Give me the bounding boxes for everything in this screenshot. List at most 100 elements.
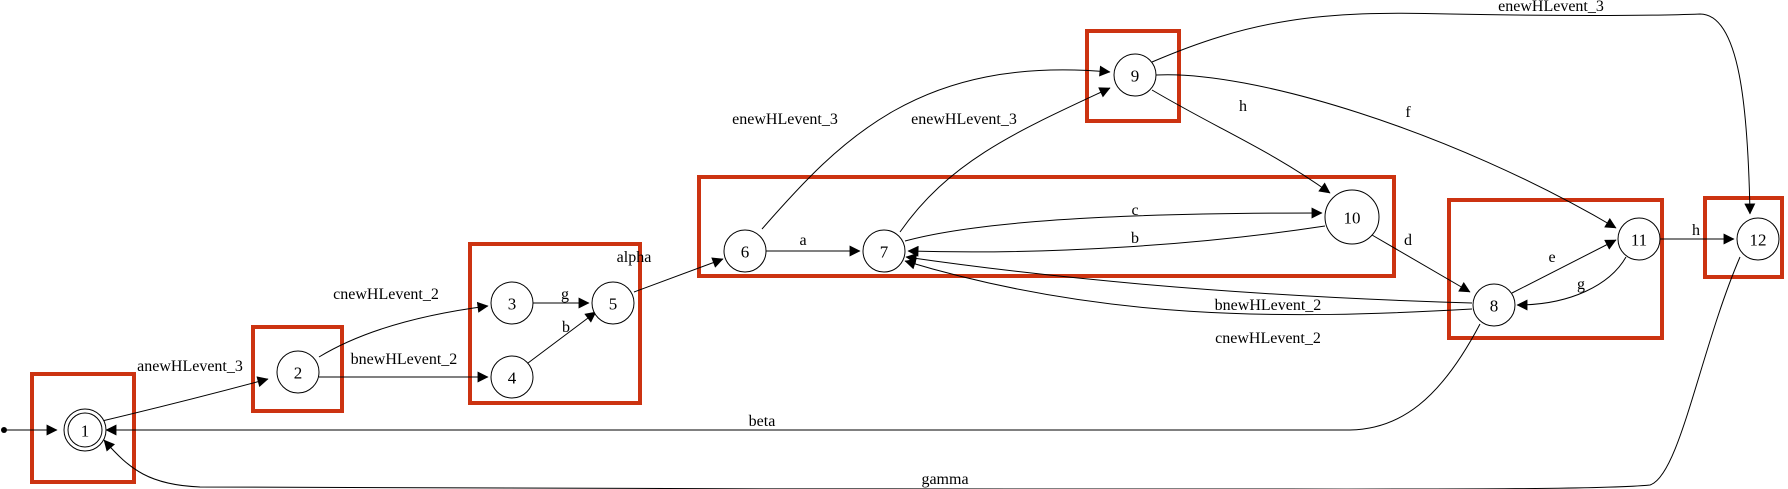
cluster-box-1 [30, 372, 136, 484]
edge-line-4-to-5 [527, 311, 597, 364]
edge-1-to-2: anewHLevent_3 [101, 358, 269, 422]
edge-line-8-to-7 [904, 258, 1473, 316]
state-circle [490, 281, 534, 325]
edge-label-10-to-8: d [1404, 232, 1412, 249]
edge-label-2-to-3: cnewHLevent_2 [333, 286, 439, 303]
edge-label-6-to-7: a [799, 232, 806, 249]
state-node-8: 8 [1472, 283, 1516, 327]
edge-2-to-4: bnewHLevent_2 [319, 351, 489, 383]
state-node-2: 2 [276, 350, 320, 394]
cluster-box-2 [251, 325, 344, 413]
edge-9-to-12: enewHLevent_3 [1151, 0, 1756, 215]
edge-7-to-9: enewHLevent_3 [899, 87, 1111, 233]
edge-10-to-8: d [1371, 232, 1471, 293]
edge-line-5-to-6 [633, 257, 724, 293]
edge-8-to-1: beta [105, 323, 1481, 436]
state-circle [1113, 53, 1157, 97]
state-node-5: 5 [591, 281, 635, 325]
state-label: 11 [1631, 231, 1647, 250]
edge-4-to-5: b [527, 311, 597, 364]
edge-line-2-to-3 [318, 301, 489, 358]
edge-label-3-to-5: g [561, 286, 569, 303]
state-label: 10 [1344, 209, 1361, 228]
edge-9-to-10: h [1151, 89, 1331, 194]
state-label: 12 [1750, 231, 1767, 250]
edge-7-to-10: c [904, 202, 1323, 242]
state-circle [490, 355, 534, 399]
edge-label-8-to-7: bnewHLevent_2 [1215, 297, 1322, 314]
state-label: 3 [508, 295, 517, 314]
edge-label-8-to-11: e [1548, 249, 1555, 266]
state-node-9: 9 [1113, 53, 1157, 97]
state-circle [1617, 217, 1661, 261]
edge-6-to-9: enewHLevent_3 [732, 65, 1111, 230]
state-circle [1324, 189, 1380, 245]
edge-8-to-7: bnewHLevent_2 [905, 253, 1473, 314]
initial-state-dot [1, 427, 7, 433]
state-circle [1736, 217, 1780, 261]
cluster-box-8-11 [1447, 198, 1664, 340]
cluster-box-9 [1085, 29, 1181, 123]
edge-line-1-to-2 [101, 376, 269, 422]
edge-label-5-to-6: alpha [617, 249, 652, 266]
state-label: 7 [880, 243, 889, 262]
cluster-box-3-4-5 [468, 242, 642, 405]
state-node-11: 11 [1617, 217, 1661, 261]
state-node-4: 4 [490, 355, 534, 399]
edge-line-8-to-11 [1511, 239, 1617, 294]
state-circle [862, 229, 906, 273]
edge-line-11-to-8 [1516, 256, 1627, 311]
edge-label-9-to-12: enewHLevent_3 [1498, 0, 1604, 15]
edge-label-11-to-12: h [1692, 222, 1700, 239]
edge-label-6-to-9: enewHLevent_3 [732, 111, 838, 128]
edge-3-to-5: g [533, 286, 590, 309]
edge-line-9-to-10 [1151, 89, 1331, 194]
edge-label-1-to-2: anewHLevent_3 [137, 358, 243, 375]
edge-line-9-to-11 [1155, 74, 1617, 229]
state-circle [1472, 283, 1516, 327]
accepting-inner-circle [67, 412, 103, 448]
edge-line-7-to-10 [904, 207, 1323, 242]
edge-label-10-to-7: b [1131, 230, 1139, 247]
edge-label-12-to-1: gamma [921, 471, 968, 488]
edge-line-10-to-8 [1371, 234, 1471, 293]
edge-label-7-to-10: c [1131, 202, 1138, 219]
edge-line-7-to-9 [899, 87, 1111, 233]
state-label: 6 [741, 243, 750, 262]
cluster-box-12 [1703, 196, 1784, 279]
edge-10-to-7: b [907, 225, 1326, 257]
cluster-box-6-7-10 [697, 175, 1396, 278]
edge-label-2-to-4: bnewHLevent_2 [351, 351, 458, 368]
state-node-3: 3 [490, 281, 534, 325]
state-label: 9 [1131, 67, 1140, 86]
edge-label-9-to-11: f [1405, 104, 1411, 121]
edge-label-7-to-9: enewHLevent_3 [911, 111, 1017, 128]
state-label: 1 [81, 422, 90, 441]
edge-label-8-to-7: cnewHLevent_2 [1215, 330, 1321, 347]
edge-line-9-to-12 [1151, 12, 1756, 215]
edge-line-8-to-1 [105, 323, 1481, 436]
edge-line-8-to-7 [905, 253, 1473, 304]
edge-9-to-11: f [1155, 74, 1617, 229]
state-node-10: 10 [1324, 189, 1380, 245]
state-circle [276, 350, 320, 394]
state-node-12: 12 [1736, 217, 1780, 261]
edge-11-to-12: h [1660, 222, 1735, 245]
edge-line-6-to-9 [761, 65, 1111, 230]
clusters-layer [30, 29, 1784, 484]
state-node-6: 6 [723, 229, 767, 273]
state-label: 4 [508, 369, 517, 388]
edge-8-to-7: cnewHLevent_2 [904, 258, 1473, 347]
edge-5-to-6: alpha [617, 249, 724, 293]
edge-label-11-to-8: g [1577, 276, 1585, 293]
state-label: 5 [609, 295, 618, 314]
state-node-1: 1 [63, 408, 107, 452]
edge-label-4-to-5: b [562, 319, 570, 336]
edge-8-to-11: e [1511, 239, 1617, 294]
edge-label-9-to-10: h [1239, 98, 1247, 115]
edge-2-to-3: cnewHLevent_2 [318, 286, 489, 358]
edge-11-to-8: g [1516, 256, 1627, 311]
state-circle [591, 281, 635, 325]
